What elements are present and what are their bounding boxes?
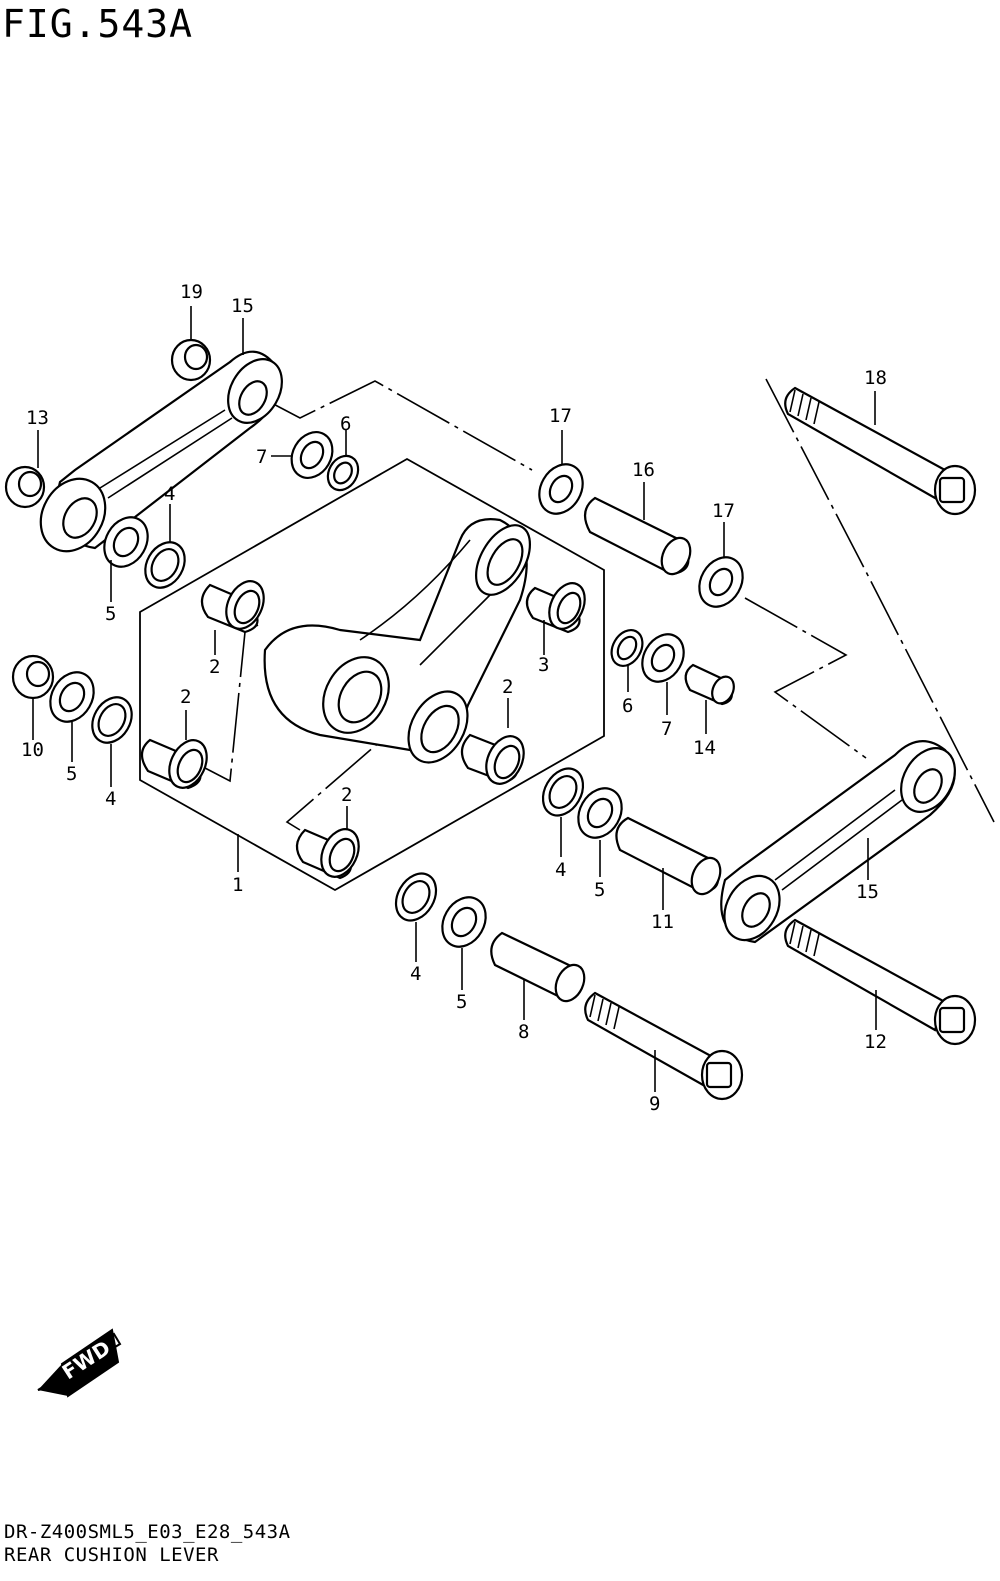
fwd-arrow-icon: FWD [37,1328,122,1398]
link-rod-upper [39,350,283,553]
callout-14: 14 [693,737,716,759]
callout-4-bottom: 4 [410,963,421,985]
figure-title: FIG.543A [2,2,194,46]
seal-6-upper [326,454,360,492]
washer-7-right [641,633,685,683]
bearing-2-upper-left [200,580,265,634]
callout-4-center: 4 [555,859,566,881]
callout-2-upper: 2 [209,656,220,678]
bearing-2-mid-left [140,738,208,790]
callout-5-center: 5 [594,879,605,901]
seal-4-center [541,767,585,817]
seal-4-upper-left [144,541,186,589]
spacer-16 [583,496,692,576]
callout-1: 1 [232,874,243,896]
callout-17-upper: 17 [549,405,572,427]
collar-14 [684,663,735,706]
callout-15-upper: 15 [231,295,254,317]
bolt-18 [784,386,977,516]
callout-18: 18 [864,367,887,389]
seal-4-bottom [394,872,438,922]
bolt-9 [584,991,744,1101]
callout-7-upper: 7 [256,446,267,468]
callout-2-mid-right: 2 [502,676,513,698]
callout-9: 9 [649,1093,660,1115]
nut-13 [4,465,46,509]
callout-8: 8 [518,1021,529,1043]
washer-17-lower [698,556,744,608]
callout-5-bottom: 5 [456,991,467,1013]
callout-12: 12 [864,1031,887,1053]
nut-19 [170,338,212,382]
callout-16: 16 [632,459,655,481]
callout-3: 3 [538,654,549,676]
bearing-2-lower [295,828,360,880]
callout-4-upper: 4 [164,483,175,505]
callout-numbers: 19 15 13 7 6 4 5 17 16 17 18 2 3 2 2 6 7… [21,281,887,1115]
callout-15-lower: 15 [856,881,879,903]
bearing-3 [525,582,586,634]
leader-lines [32,306,877,1092]
callout-2-mid-left: 2 [180,686,191,708]
callout-7-right: 7 [661,718,672,740]
callout-19: 19 [180,281,203,303]
assembly-outline [139,457,605,892]
bolt-12 [784,918,977,1046]
washer-7-upper [290,431,334,479]
washer-17-upper [538,463,584,515]
callout-11: 11 [651,911,674,933]
seal-6-right [610,629,644,667]
washer-5-center [577,787,623,839]
washer-5-bottom [441,896,487,948]
cushion-lever [263,518,532,764]
nut-10 [11,654,55,700]
figure-caption: REAR CUSHION LEVER [4,1544,219,1566]
callout-5-upper: 5 [105,603,116,625]
link-rod-lower [720,740,956,944]
callout-6-right: 6 [622,695,633,717]
washer-5-upper-left [103,516,149,568]
spacer-8 [490,931,586,1003]
callout-2-lower: 2 [341,784,352,806]
callout-13: 13 [26,407,49,429]
spacer-11 [615,816,722,896]
callout-5-left: 5 [66,763,77,785]
callout-10: 10 [21,739,44,761]
callout-4-left: 4 [105,788,116,810]
washer-5-lower-left [49,671,95,723]
bearing-2-mid-right [460,733,525,785]
callout-17-lower: 17 [712,500,735,522]
callout-6-upper: 6 [340,413,351,435]
seal-4-lower-left [91,696,133,744]
model-code: DR-Z400SML5_E03_E28_543A [4,1521,291,1543]
